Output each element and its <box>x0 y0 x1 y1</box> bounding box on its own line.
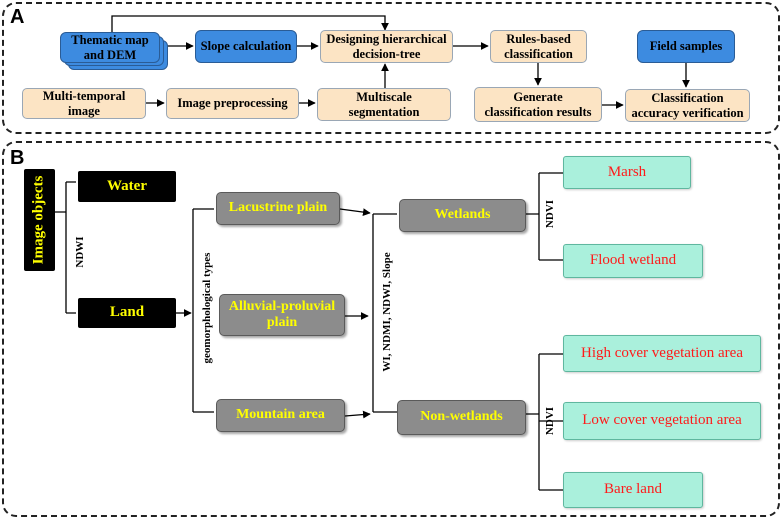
image-objects-text: Image objects <box>30 175 47 265</box>
ndvi-nonwetlands-label: NDVI <box>544 406 556 436</box>
high-cover-vegetation-node: High cover vegetation area <box>563 335 761 372</box>
edge-wetlands-branch <box>526 172 563 261</box>
edge-indices-branch <box>372 213 397 413</box>
edge-lacustrine-to-indices <box>339 208 371 216</box>
accuracy-verification-node: Classification accuracy verification <box>625 89 750 122</box>
ndvi-wetlands-label: NDVI <box>544 199 556 229</box>
ndwi-edge-label: NDWI <box>74 236 86 268</box>
rules-classification-node: Rules-based classification <box>490 30 587 63</box>
image-preprocessing-node: Image preprocessing <box>166 88 299 119</box>
image-objects-node: Image objects <box>24 169 55 271</box>
edge-nonwetlands-branch <box>526 353 563 491</box>
generate-results-node: Generate classification results <box>474 87 602 122</box>
wetlands-node: Wetlands <box>399 199 526 232</box>
multiscale-segmentation-node: Multiscale segmentation <box>317 88 451 121</box>
edge-objects-to-water-land <box>55 181 76 314</box>
bare-land-node: Bare land <box>563 472 703 508</box>
non-wetlands-node: Non-wetlands <box>397 400 526 435</box>
lacustrine-plain-node: Lacustrine plain <box>216 192 340 225</box>
indices-edge-label: WI, NDMI, NDWI, Slope <box>381 252 393 372</box>
geomorphological-types-label: geomorphological types <box>201 252 213 364</box>
edge-thematic-to-design <box>111 15 389 32</box>
field-samples-node: Field samples <box>637 30 735 63</box>
panel-b-label: B <box>10 147 25 169</box>
multi-temporal-image-node: Multi-temporal image <box>22 88 146 119</box>
slope-calculation-node: Slope calculation <box>195 30 297 63</box>
thematic-map-dem-node: Thematic map and DEM <box>60 32 160 63</box>
panel-b <box>2 141 780 517</box>
mountain-area-node: Mountain area <box>216 399 345 432</box>
panel-a-label: A <box>10 6 25 28</box>
edge-mountain-to-indices <box>344 410 371 419</box>
marsh-node: Marsh <box>563 156 691 189</box>
alluvial-proluvial-plain-node: Alluvial-proluvial plain <box>219 294 345 336</box>
edge-geomorph-branch <box>192 208 214 413</box>
land-node: Land <box>78 298 176 328</box>
low-cover-vegetation-node: Low cover vegetation area <box>563 402 761 440</box>
water-node: Water <box>78 171 176 202</box>
decision-tree-node: Designing hierarchical decision-tree <box>320 30 453 63</box>
flood-wetland-node: Flood wetland <box>563 244 703 278</box>
panel-a <box>2 2 780 134</box>
